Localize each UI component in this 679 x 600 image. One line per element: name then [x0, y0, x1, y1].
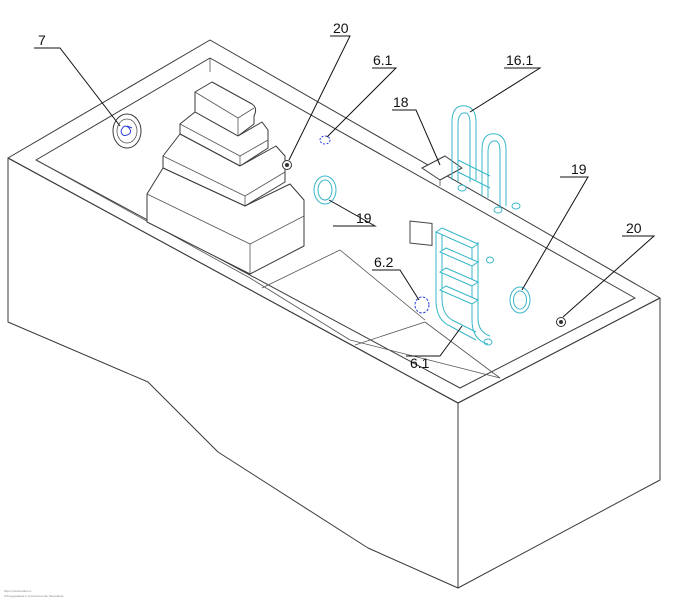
callout-20-top: 20 [333, 20, 349, 36]
underwater-light-icon [509, 286, 531, 314]
footer-url: https://poolmarket.ru [4, 589, 32, 593]
underwater-light-icon [313, 175, 337, 205]
callout-19-left: 19 [356, 210, 372, 226]
flange-icon [319, 135, 331, 145]
callout-18: 18 [393, 94, 409, 110]
pool-ladder-icon [434, 227, 494, 346]
leader-lines [34, 35, 656, 357]
callouts: 7 20 6.1 16.1 18 19 19 20 6.2 6.1 [38, 20, 642, 371]
pool-shell [7, 39, 661, 589]
callout-6-1-top: 6.1 [373, 52, 393, 68]
callout-6-2: 6.2 [374, 254, 394, 270]
callout-7: 7 [38, 32, 46, 48]
callout-16-1: 16.1 [506, 52, 533, 68]
inlet-nozzle-icon [282, 160, 292, 170]
flange-icon [414, 296, 430, 314]
pool-stairs [146, 81, 305, 275]
callout-6-1-bottom: 6.1 [410, 355, 430, 371]
wall-lamp-icon [112, 113, 142, 149]
footer: https://poolmarket.ru Оборудование и стр… [4, 589, 64, 598]
pool-ladder-icon [451, 105, 521, 214]
inlet-nozzle-icon [556, 317, 566, 327]
footer-caption: Оборудование и строительство бассейнов [4, 594, 64, 598]
pool-floor [35, 58, 501, 379]
callout-20-right: 20 [626, 220, 642, 236]
callout-19-right: 19 [571, 161, 587, 177]
